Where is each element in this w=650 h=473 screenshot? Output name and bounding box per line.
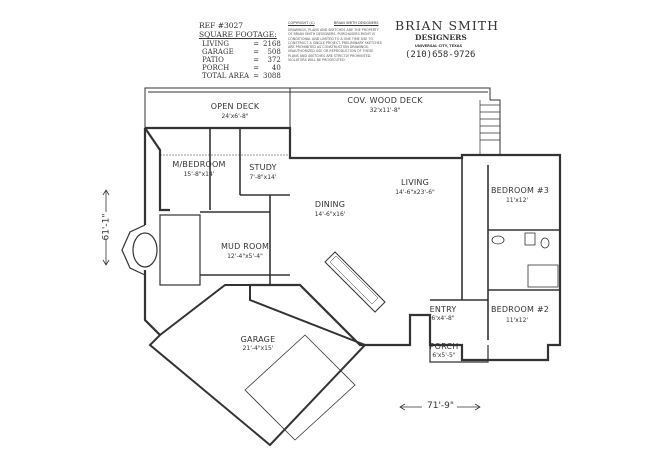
room-cov-wood-deck-size: 32'x11'-8" xyxy=(369,107,401,114)
garage-door-marks xyxy=(244,334,356,441)
room-living-size: 14'-6"x23'-6" xyxy=(395,189,435,196)
room-study: STUDY xyxy=(249,163,277,172)
kitchen-island xyxy=(324,251,386,313)
room-study-size: 7'-8"x14' xyxy=(249,174,277,181)
area-table: LIVING=2168 GARAGE=508 PATIO=372 PORCH=4… xyxy=(200,40,283,80)
stairs xyxy=(479,100,500,155)
room-porch: PORCH xyxy=(429,342,459,351)
company-phone: (210)658-9726 xyxy=(405,50,476,60)
room-open-deck-size: 24'x6'-8" xyxy=(221,113,249,120)
room-living: LIVING xyxy=(400,178,430,187)
company-name: BRIAN SMITH xyxy=(395,18,500,33)
deck-outline xyxy=(144,87,501,158)
dimension-lines xyxy=(102,189,481,411)
area-row: PORCH=40 xyxy=(202,64,281,72)
legal-notice: DRAWINGS, PLANS AND SKETCHES ARE THE PRO… xyxy=(288,28,382,63)
room-entry: ENTRY xyxy=(429,305,457,314)
room-garage: GARAGE xyxy=(240,335,276,344)
porch-outline xyxy=(429,345,489,363)
room-cov-wood-deck: COV. WOOD DECK xyxy=(347,96,423,105)
room-bedroom-3: BEDROOM #3 xyxy=(490,186,550,195)
room-mud-room-size: 12'-4"x5'-4" xyxy=(227,253,263,260)
room-garage-size: 21'-4"x15' xyxy=(242,345,274,352)
company-city: UNIVERSAL CITY, TEXAS xyxy=(415,44,463,48)
copyright: COPYRIGHT (C) xyxy=(288,21,315,25)
room-bedroom-2: BEDROOM #2 xyxy=(490,305,550,314)
area-row: GARAGE=508 xyxy=(202,48,281,56)
room-bedroom-2-size: 11'x12' xyxy=(505,317,529,324)
copyright-owner: BRIAN SMITH DESIGNERS xyxy=(334,21,379,25)
room-master-bedroom-size: 15'-8"x14' xyxy=(183,171,215,178)
overall-depth-dimension: 61'-1" xyxy=(101,213,112,241)
room-dining-size: 14'-6"x16' xyxy=(314,211,346,218)
company-sub: DESIGNERS xyxy=(415,33,467,42)
interior-walls xyxy=(160,128,560,340)
square-footage-heading: SQUARE FOOTAGE: xyxy=(199,30,277,39)
room-dining: DINING xyxy=(314,200,346,209)
bath-fixtures xyxy=(491,232,559,288)
area-row: TOTAL AREA=3088 xyxy=(202,72,281,80)
overall-width-dimension: 71'-9" xyxy=(427,401,455,411)
room-master-bedroom: M/BEDROOM xyxy=(172,160,226,169)
garage-walls xyxy=(148,284,367,447)
room-porch-size: 6'x5'-5" xyxy=(432,352,456,359)
room-mud-room: MUD ROOM xyxy=(220,242,270,251)
ref-number: REF #3027 xyxy=(199,21,244,30)
room-bedroom-3-size: 11'x12' xyxy=(505,197,529,204)
area-row: PATIO=372 xyxy=(202,56,281,64)
area-row: LIVING=2168 xyxy=(202,40,281,48)
exterior-walls xyxy=(143,126,562,362)
room-open-deck: OPEN DECK xyxy=(210,102,260,111)
master-bath-bay xyxy=(121,214,201,286)
room-entry-size: 6'x4'-8" xyxy=(431,315,455,322)
